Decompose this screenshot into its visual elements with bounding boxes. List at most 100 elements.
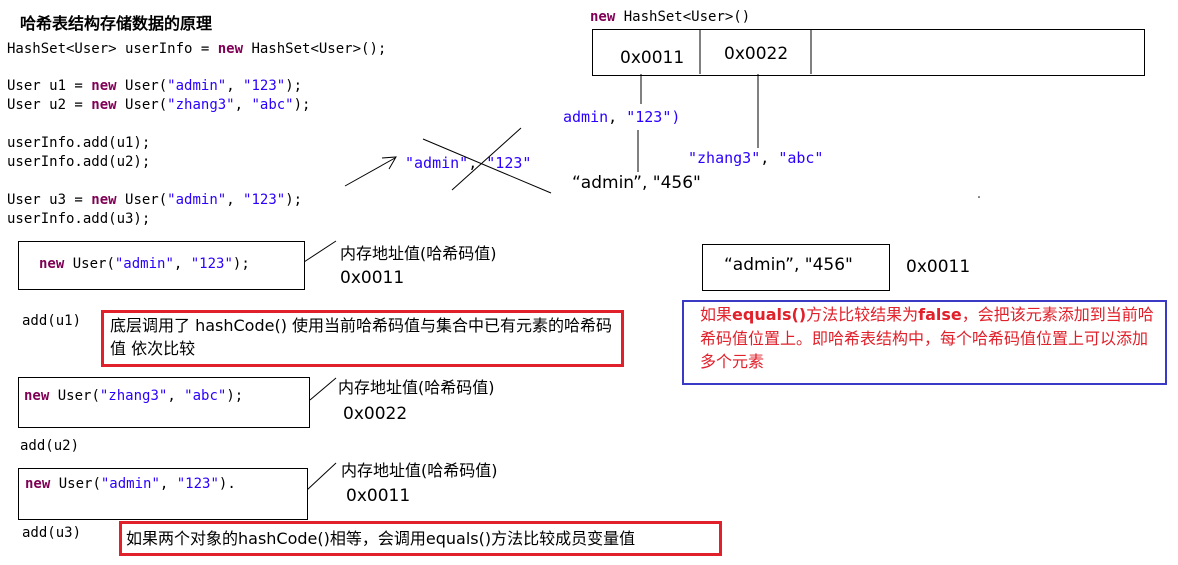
u3-address-value: 0x0011 [346,486,411,506]
u3-object-code: new User("admin", "123"). [25,475,236,494]
code-text: ); [285,192,303,208]
string-literal: "123" [243,192,286,208]
keyword: new [91,78,117,94]
code-line-4: userInfo.add(u1); [7,135,151,151]
page-title: 哈希表结构存储数据的原理 [20,14,213,33]
u1-address-value: 0x0011 [340,268,405,288]
u1-address-label: 内存地址值(哈希码值) [340,244,497,263]
note-bold: equals() [732,305,807,324]
code-text: ). [218,476,236,492]
keyword: new [39,256,65,272]
u2-address-label: 内存地址值(哈希码值) [338,378,495,397]
code-text: HashSet<User>() [615,9,751,25]
string-literal: "abc" [778,149,824,167]
rejected-element: "admin", "123" [405,154,531,173]
code-text: , [234,97,252,113]
code-text: , [167,388,185,404]
string-literal: "admin" [167,192,227,208]
u3-add-call: add(u3) [22,525,82,541]
code-line-2: User u1 = new User("admin", "123"); [7,77,302,96]
u1-note-box [101,310,624,367]
hashset-label: new HashSet<User>() [590,8,750,27]
note-text: 方法比较结果为 [806,305,919,324]
code-text: User( [116,192,168,208]
string-literal: "zhang3" [688,149,761,167]
new-element-text: “admin”, "456" [724,255,853,275]
code-line-6: User u3 = new User("admin", "123"); [7,191,302,210]
equals-note: 如果equals()方法比较结果为false，会把该元素添加到当前哈希码值位置上… [700,303,1160,374]
string-literal: "123" [243,78,286,94]
string-literal: admin [563,108,609,126]
code-text: , [159,476,177,492]
keyword: new [25,476,51,492]
code-text: User u1 = [7,78,92,94]
equals-note-box [682,300,1167,385]
code-text: HashSet<User> userInfo = [7,41,218,57]
string-literal: "123" [190,256,233,272]
string-literal: "abc" [251,97,294,113]
u1-object-code: new User("admin", "123"); [39,255,250,274]
code-text: User( [116,97,168,113]
u1-object-box [18,241,305,290]
code-text: , [226,78,244,94]
code-text: ) [671,108,681,126]
code-text: ); [232,256,250,272]
string-literal: "123" [486,154,532,172]
code-text: , [760,149,779,167]
string-literal: "123" [176,476,219,492]
code-text: User( [64,256,115,272]
u1-note: 底层调用了 hashCode() 使用当前哈希码值与集合中已有元素的哈希码值 依… [110,316,613,358]
u3-address-label: 内存地址值(哈希码值) [341,461,498,480]
keyword: new [91,192,117,208]
u3-object-box [18,468,308,520]
u3-note-box [119,521,722,556]
code-text: ); [226,388,244,404]
note-text: 如果 [700,305,733,324]
code-line-5: userInfo.add(u2); [7,154,151,170]
string-literal: "zhang3" [99,388,168,404]
code-text: ); [285,78,303,94]
new-element-address: 0x0011 [906,257,971,277]
keyword: new [590,9,616,25]
u3-note: 如果两个对象的hashCode()相等，会调用equals()方法比较成员变量值 [126,529,636,548]
chain-node-admin-456: “admin”, "456" [572,173,701,193]
keyword: new [24,388,50,404]
u2-object-box [18,377,310,428]
note-text: ，会把该元素添加到当前哈希码值位置上。即哈希表结构中，每个哈希码值位置上可以添加… [700,305,1154,371]
string-literal: "abc" [184,388,227,404]
string-literal: "admin" [100,476,160,492]
code-line-3: User u2 = new User("zhang3", "abc"); [7,96,310,115]
chain-node-zhang3-abc: "zhang3", "abc" [688,149,823,168]
code-text: , [468,154,487,172]
hash-slot-2: 0x0022 [724,44,789,64]
code-text: User u3 = [7,192,92,208]
keyword: new [217,41,244,57]
code-text: User( [116,78,168,94]
chain-node-admin-123: admin, "123") [563,108,680,127]
u1-add-call: add(u1) [22,313,82,329]
code-line-1: HashSet<User> userInfo = new HashSet<Use… [7,40,386,59]
code-line-7: userInfo.add(u3); [7,211,151,227]
new-element-box [702,244,890,291]
code-text: User u2 = [7,97,92,113]
code-text: , [226,192,244,208]
u2-object-code: new User("zhang3", "abc"); [24,387,243,406]
string-literal: "admin" [167,78,227,94]
code-text: ); [293,97,311,113]
string-literal: "123" [626,108,672,126]
code-text: HashSet<User>(); [243,41,387,57]
string-literal: "admin" [114,256,174,272]
string-literal: "admin" [405,154,469,172]
hash-slot-1: 0x0011 [620,48,685,68]
note-bold: false [918,305,962,324]
u2-add-call: add(u2) [20,438,80,454]
code-text: , [608,108,627,126]
code-text: , [173,256,191,272]
code-text: User( [49,388,100,404]
string-literal: "zhang3" [167,97,235,113]
u2-address-value: 0x0022 [343,404,408,424]
hashset-array [592,29,1145,76]
code-text: User( [50,476,101,492]
keyword: new [91,97,117,113]
